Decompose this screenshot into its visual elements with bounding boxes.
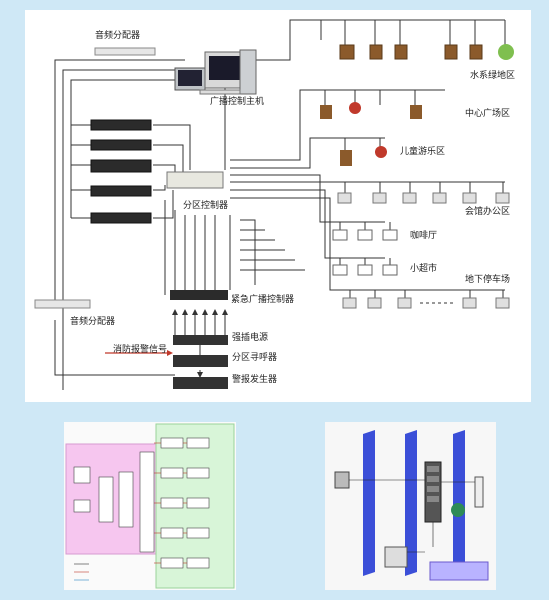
label-audio-splitter-bottom: 音频分配器 [70, 317, 116, 327]
main-diagram-lines [34, 19, 514, 390]
label-zone-center: 中心广场区 [465, 109, 511, 119]
label-zone-office: 会馆办公区 [465, 207, 511, 217]
label-zone-controller: 分区控制器 [183, 201, 229, 211]
zone-schematic [65, 423, 235, 589]
zone-schematic-panel [64, 422, 236, 590]
label-power-amp: 强插电源 [232, 333, 269, 343]
label-alarm-gen: 警报发生器 [232, 375, 278, 385]
architecture-diagram [334, 430, 489, 581]
label-audio-splitter-top: 音频分配器 [95, 31, 141, 41]
label-zone-kids: 儿童游乐区 [400, 147, 446, 157]
main-diagram-panel: 音频分配器 广播控制主机 水系绿地区 中心广场区 儿童游乐区 会馆办公区 咖啡厅… [25, 10, 531, 402]
label-zone-pager: 分区寻呼器 [232, 353, 278, 363]
architecture-panel [325, 422, 496, 590]
label-emergency-controller: 紧急广播控制器 [231, 295, 295, 305]
label-host: 广播控制主机 [210, 97, 265, 107]
label-zone-parking: 地下停车场 [465, 275, 511, 285]
label-zone-cafe: 咖啡厅 [410, 231, 438, 241]
label-zone-market: 小超市 [410, 264, 438, 274]
label-zone-water: 水系绿地区 [470, 71, 516, 81]
label-fire-signal: 消防报警信号 [113, 345, 168, 355]
